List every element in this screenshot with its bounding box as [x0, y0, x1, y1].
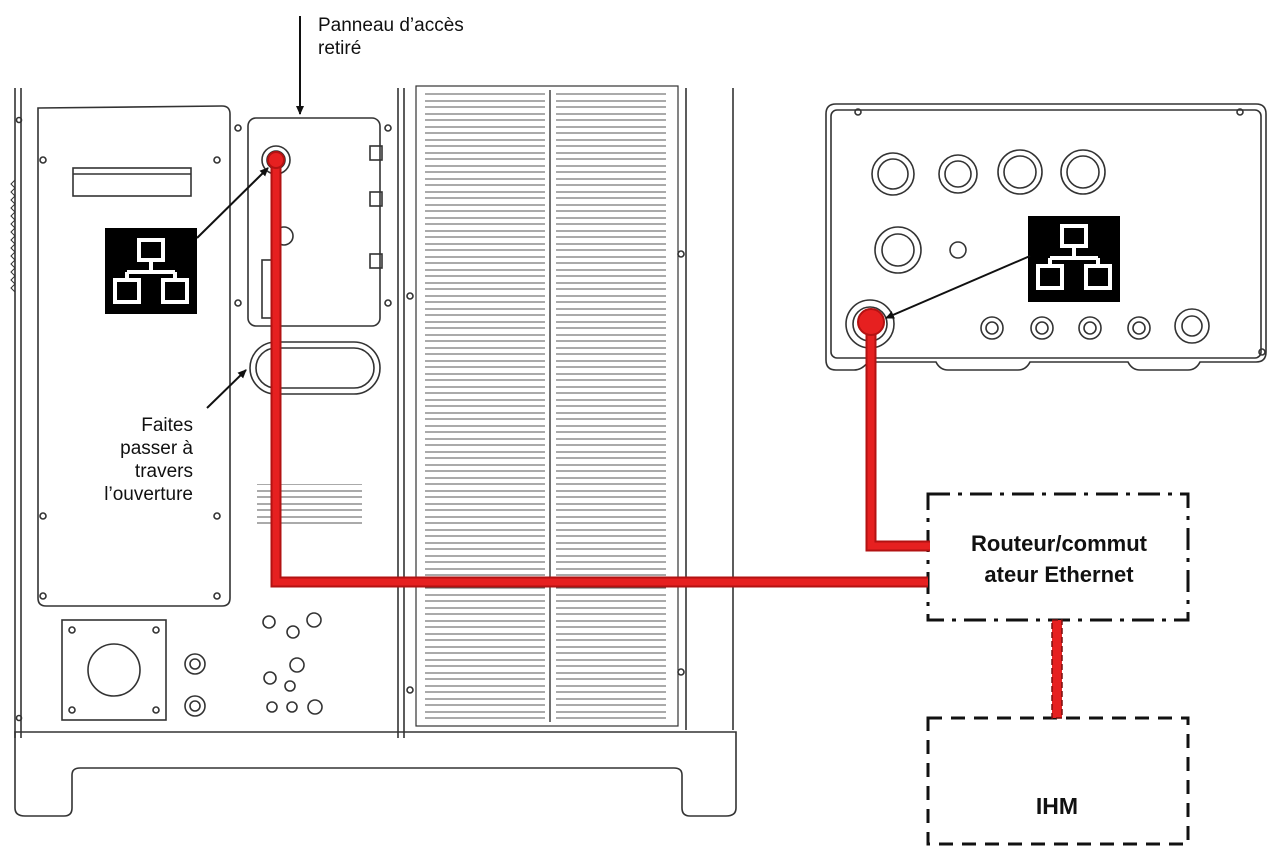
hmi-label: IHM	[1035, 793, 1079, 819]
callout-arrows	[196, 16, 1031, 409]
access-panel-removed-label: Panneau d’accès retiré	[318, 14, 464, 60]
label-line: l’ouverture	[104, 484, 193, 505]
label-line: Panneau d’accès	[318, 15, 464, 36]
ethernet-network-icon	[1028, 216, 1120, 302]
label-line: Routeur/commut	[971, 531, 1147, 556]
cooling-fins	[425, 90, 666, 722]
ethernet-router-switch-label: Routeur/commut ateur Ethernet	[930, 528, 1188, 590]
hmi-box-outline	[926, 716, 1190, 846]
ethernet-cable-from-power-supply	[267, 151, 928, 588]
label-line: passer à	[120, 438, 193, 459]
ethernet-network-icon	[105, 228, 197, 314]
label-line: ateur Ethernet	[984, 562, 1134, 587]
label-line: Faites	[141, 415, 193, 436]
torch-connection-box	[825, 103, 1267, 371]
ethernet-cable-router-to-hmi	[1051, 619, 1063, 719]
label-line: retiré	[318, 38, 362, 59]
route-through-opening-label: Faites passer à travers l’ouverture	[70, 414, 193, 506]
power-supply-unit	[10, 85, 737, 817]
label-line: travers	[134, 461, 193, 482]
ethernet-cable-from-torch-box	[857, 308, 930, 552]
